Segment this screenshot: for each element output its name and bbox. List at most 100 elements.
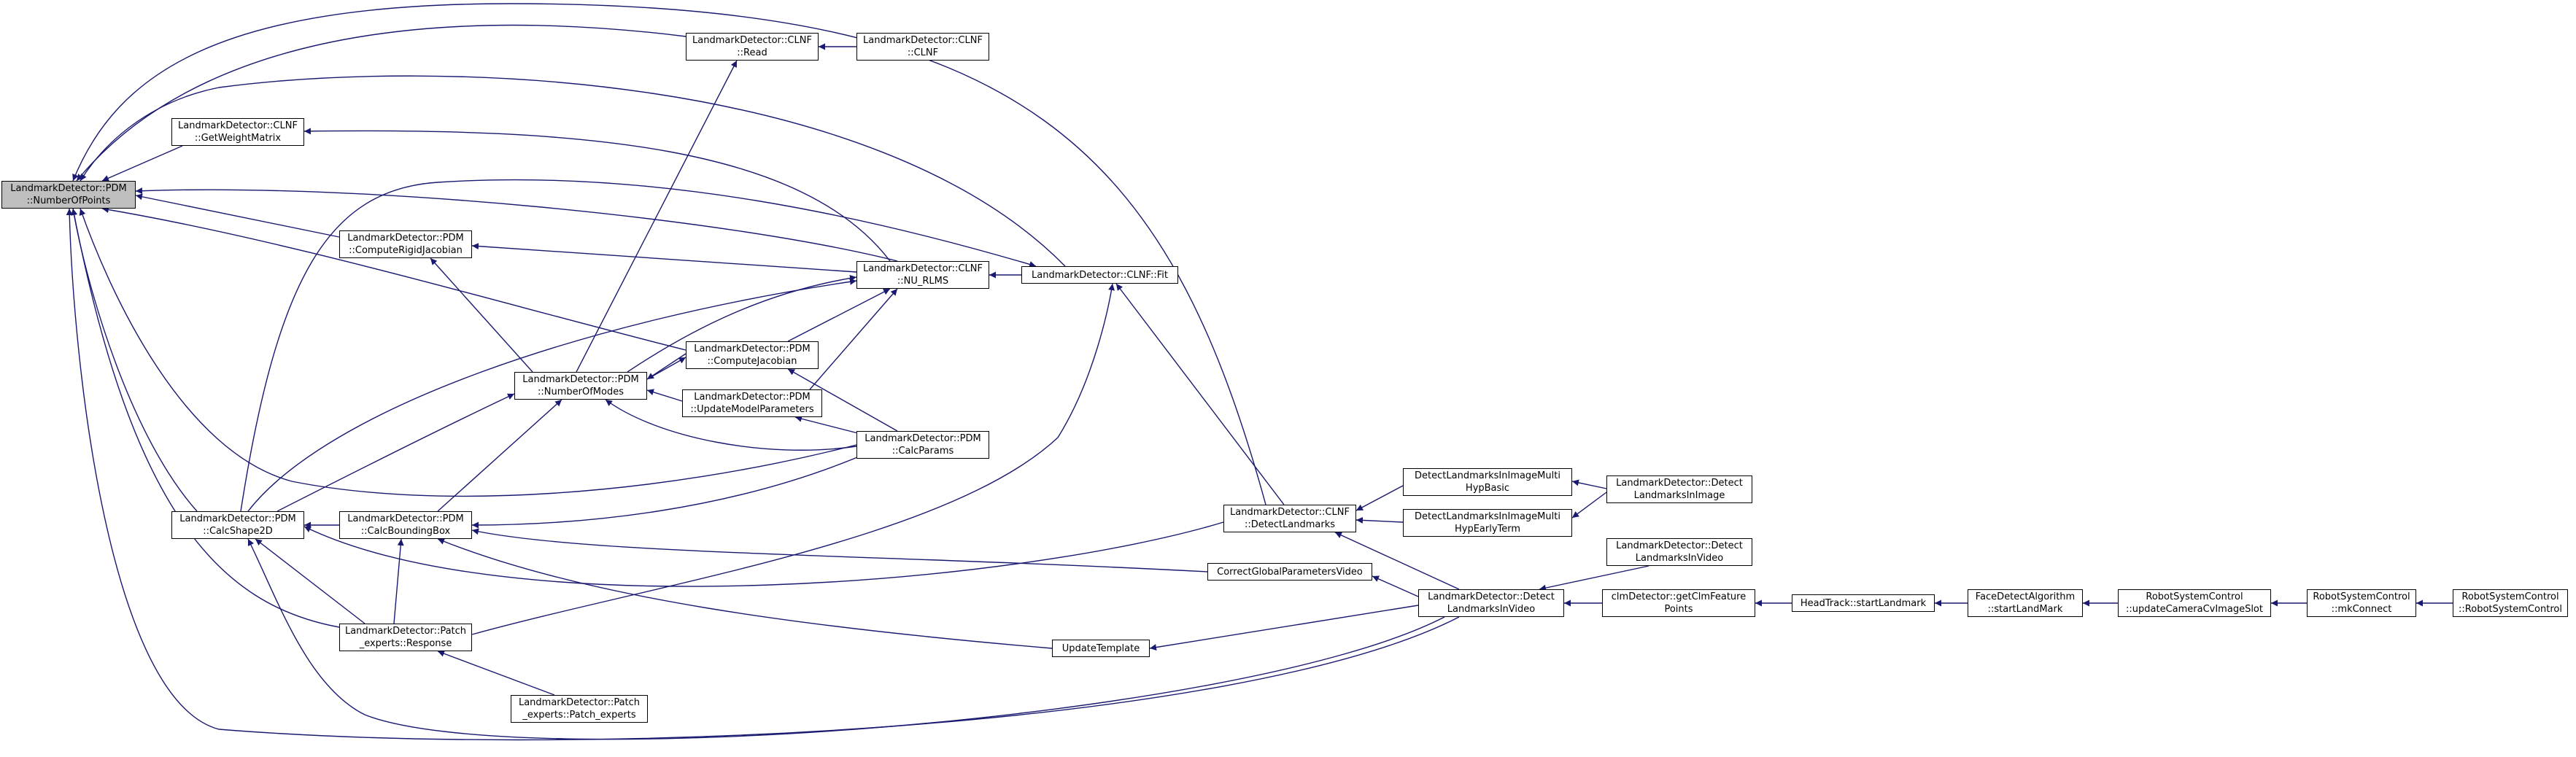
node-correctglobalparametersvideo[interactable]: CorrectGlobalParametersVideo bbox=[1207, 563, 1372, 581]
node-pdm-updatemodelparameters[interactable]: LandmarkDetector::PDM ::UpdateModelParam… bbox=[682, 389, 822, 417]
node-label-line1: LandmarkDetector::PDM bbox=[694, 343, 811, 354]
node-label-line1: LandmarkDetector::CLNF bbox=[1230, 507, 1350, 518]
node-label-line1: LandmarkDetector::PDM bbox=[347, 513, 464, 524]
node-label-line2: Points bbox=[1664, 604, 1693, 615]
edge-detectlandmarksinvideo-to-clnf-detectlandmarks bbox=[1334, 532, 1460, 590]
node-label-line2: ::NU_RLMS bbox=[897, 276, 949, 287]
node-label-line1: LandmarkDetector::PDM bbox=[694, 392, 811, 403]
node-label-line1: LandmarkDetector::PDM bbox=[179, 513, 296, 524]
node-label-line2: ::GetWeightMatrix bbox=[194, 133, 282, 144]
node-clnf-getweightmatrix[interactable]: LandmarkDetector::CLNF ::GetWeightMatrix bbox=[171, 118, 304, 146]
node-label-line2: LandmarksInImage bbox=[1633, 490, 1725, 501]
edge-clnf-fit-to-numberofpoints bbox=[80, 75, 1066, 267]
node-detectlandmarksinvideo-upper[interactable]: LandmarkDetector::Detect LandmarksInVide… bbox=[1606, 538, 1752, 566]
node-pdm-numberofmodes[interactable]: LandmarkDetector::PDM ::NumberOfModes bbox=[514, 372, 647, 400]
node-label-line1: CorrectGlobalParametersVideo bbox=[1217, 566, 1363, 578]
edge-detectlandmarksinimage-to-multihypearlyterm bbox=[1571, 492, 1607, 519]
edge-calcparams-to-numberofmodes bbox=[605, 399, 857, 451]
edge-numberofmodes-to-clnf-read bbox=[576, 60, 738, 373]
node-updatetemplate[interactable]: UpdateTemplate bbox=[1052, 640, 1150, 657]
node-clnf-detectlandmarks[interactable]: LandmarkDetector::CLNF ::DetectLandmarks bbox=[1223, 505, 1356, 532]
node-label-line2: ::CLNF bbox=[907, 47, 939, 58]
node-label-line2: HypBasic bbox=[1465, 483, 1510, 494]
node-pdm-calcshape2d[interactable]: LandmarkDetector::PDM ::CalcShape2D bbox=[171, 511, 304, 539]
node-label-line2: ::DetectLandmarks bbox=[1244, 519, 1336, 530]
node-label-line2: ::ComputeJacobian bbox=[707, 356, 797, 367]
edge-calcboundingbox-to-numberofmodes bbox=[437, 399, 562, 512]
node-clnf-nu-rlms[interactable]: LandmarkDetector::CLNF ::NU_RLMS bbox=[856, 261, 989, 289]
node-detectlandmarksinimagemultihypearlyterm[interactable]: DetectLandmarksInImageMulti HypEarlyTerm bbox=[1403, 509, 1572, 537]
node-label-line1: LandmarkDetector::Patch bbox=[518, 697, 641, 708]
node-label-line2: LandmarksInVideo bbox=[1447, 604, 1536, 615]
node-label-line1: clmDetector::getClmFeature bbox=[1611, 591, 1747, 602]
node-label-line2: ::NumberOfModes bbox=[538, 387, 624, 397]
node-detectlandmarksinimagemultihypbasic[interactable]: DetectLandmarksInImageMulti HypBasic bbox=[1403, 468, 1572, 496]
edge-multihypearlyterm-to-clnf-detectlandmarks bbox=[1355, 516, 1404, 524]
node-headtrack-startlandmark[interactable]: HeadTrack::startLandmark bbox=[1792, 594, 1935, 612]
edge-detectlandmarksinvideo-to-calcshape2d bbox=[247, 538, 1445, 740]
edge-numberofmodes-to-nu-rlms bbox=[627, 274, 857, 373]
node-label-line1: LandmarkDetector::CLNF bbox=[863, 263, 983, 274]
node-clnf-ctor[interactable]: LandmarkDetector::CLNF ::CLNF bbox=[856, 33, 989, 61]
edge-clnf-detectlandmarks-to-clnf-fit bbox=[1115, 283, 1285, 505]
node-robotsystemcontrol-mkconnect[interactable]: RobotSystemControl ::mkConnect bbox=[2307, 589, 2416, 617]
node-clnf-read[interactable]: LandmarkDetector::CLNF ::Read bbox=[686, 33, 819, 61]
node-label-line1: LandmarkDetector::PDM bbox=[865, 433, 981, 444]
node-label-line2: _experts::Patch_experts bbox=[522, 710, 636, 721]
node-label-line2: ::ComputeRigidJacobian bbox=[349, 245, 463, 256]
edge-detectlandmarksinvideo-to-correctglobalparametersvideo bbox=[1372, 575, 1419, 597]
edge-calcparams-to-updatemodelparameters bbox=[794, 415, 862, 435]
node-label-line2: ::updateCameraCvImageSlot bbox=[2126, 604, 2263, 615]
node-pdm-computejacobian[interactable]: LandmarkDetector::PDM ::ComputeJacobian bbox=[686, 341, 819, 369]
node-label-line1: LandmarkDetector::CLNF bbox=[692, 35, 812, 46]
edge-getweightmatrix-to-numberofpoints bbox=[101, 145, 183, 182]
node-label-line2: ::startLandMark bbox=[1987, 604, 2063, 615]
node-pdm-calcparams[interactable]: LandmarkDetector::PDM ::CalcParams bbox=[856, 431, 989, 459]
node-detectlandmarksinimage[interactable]: LandmarkDetector::Detect LandmarksInImag… bbox=[1606, 475, 1752, 503]
edge-clnf-detectlandmarks-to-numberofpoints bbox=[72, 3, 1266, 505]
edge-nu-rlms-to-numberofpoints bbox=[135, 187, 898, 262]
edge-updatemodelparameters-to-numberofmodes bbox=[646, 389, 683, 402]
node-label-line2: ::UpdateModelParameters bbox=[690, 404, 814, 415]
edge-computejacobian-to-numberofmodes bbox=[646, 353, 686, 380]
node-pdm-numberofpoints[interactable]: LandmarkDetector::PDM ::NumberOfPoints bbox=[1, 181, 136, 209]
edge-detectlandmarksinvideo-upper-to-detectlandmarksinvideo bbox=[1539, 565, 1649, 591]
node-label-line1: LandmarkDetector::PDM bbox=[10, 183, 127, 194]
edge-calcshape2d-to-clnf-fit bbox=[240, 179, 1037, 512]
node-patch-experts-response[interactable]: LandmarkDetector::Patch _experts::Respon… bbox=[339, 624, 472, 651]
node-detectlandmarksinvideo[interactable]: LandmarkDetector::Detect LandmarksInVide… bbox=[1418, 589, 1564, 617]
node-label-line2: ::mkConnect bbox=[2331, 604, 2392, 615]
node-clmdetector-getclmfeaturepoints[interactable]: clmDetector::getClmFeature Points bbox=[1602, 589, 1755, 617]
edge-patch-response-to-clnf-fit bbox=[471, 283, 1115, 635]
node-patch-experts-ctor[interactable]: LandmarkDetector::Patch _experts::Patch_… bbox=[511, 695, 648, 723]
node-label-line1: LandmarkDetector::PDM bbox=[522, 374, 639, 385]
node-robotsystemcontrol-ctor[interactable]: RobotSystemControl ::RobotSystemControl bbox=[2453, 589, 2568, 617]
edge-patch-response-to-calcshape2d bbox=[255, 538, 365, 624]
node-label-line1: RobotSystemControl bbox=[2461, 591, 2559, 602]
node-facedetectalgorithm-startlandmark[interactable]: FaceDetectAlgorithm ::startLandMark bbox=[1968, 589, 2083, 617]
node-clnf-fit[interactable]: LandmarkDetector::CLNF::Fit bbox=[1021, 266, 1178, 284]
edge-correctglobalparametersvideo-to-calcboundingbox bbox=[471, 528, 1208, 572]
edge-calcshape2d-to-numberofmodes bbox=[276, 393, 515, 512]
node-label-line1: LandmarkDetector::CLNF bbox=[863, 35, 983, 46]
edge-computejacobian-to-nu-rlms bbox=[787, 288, 891, 342]
node-pdm-computerigidjacobian[interactable]: LandmarkDetector::PDM ::ComputeRigidJaco… bbox=[339, 230, 472, 258]
node-label-line2: HypEarlyTerm bbox=[1454, 524, 1521, 535]
node-label-line1: RobotSystemControl bbox=[2146, 591, 2243, 602]
node-label-line2: ::CalcParams bbox=[891, 446, 954, 457]
node-label-line1: LandmarkDetector::Detect bbox=[1616, 478, 1743, 489]
node-label-line1: RobotSystemControl bbox=[2313, 591, 2410, 602]
node-label-line1: LandmarkDetector::CLNF bbox=[178, 120, 298, 131]
node-label-line1: LandmarkDetector::PDM bbox=[347, 233, 464, 244]
edge-patch-response-to-numberofpoints bbox=[71, 208, 340, 628]
node-label-line1: UpdateTemplate bbox=[1061, 643, 1140, 654]
node-label-line1: FaceDetectAlgorithm bbox=[1975, 591, 2076, 602]
node-pdm-calcboundingbox[interactable]: LandmarkDetector::PDM ::CalcBoundingBox bbox=[339, 511, 472, 539]
node-label-line1: DetectLandmarksInImageMulti bbox=[1415, 511, 1560, 522]
edge-calcparams-to-computejacobian bbox=[787, 368, 898, 432]
node-robotsystemcontrol-updatecameracvimageslot[interactable]: RobotSystemControl ::updateCameraCvImage… bbox=[2118, 589, 2271, 617]
node-label-line1: LandmarkDetector::CLNF::Fit bbox=[1032, 269, 1168, 281]
edge-calcparams-to-numberofpoints bbox=[79, 208, 857, 497]
